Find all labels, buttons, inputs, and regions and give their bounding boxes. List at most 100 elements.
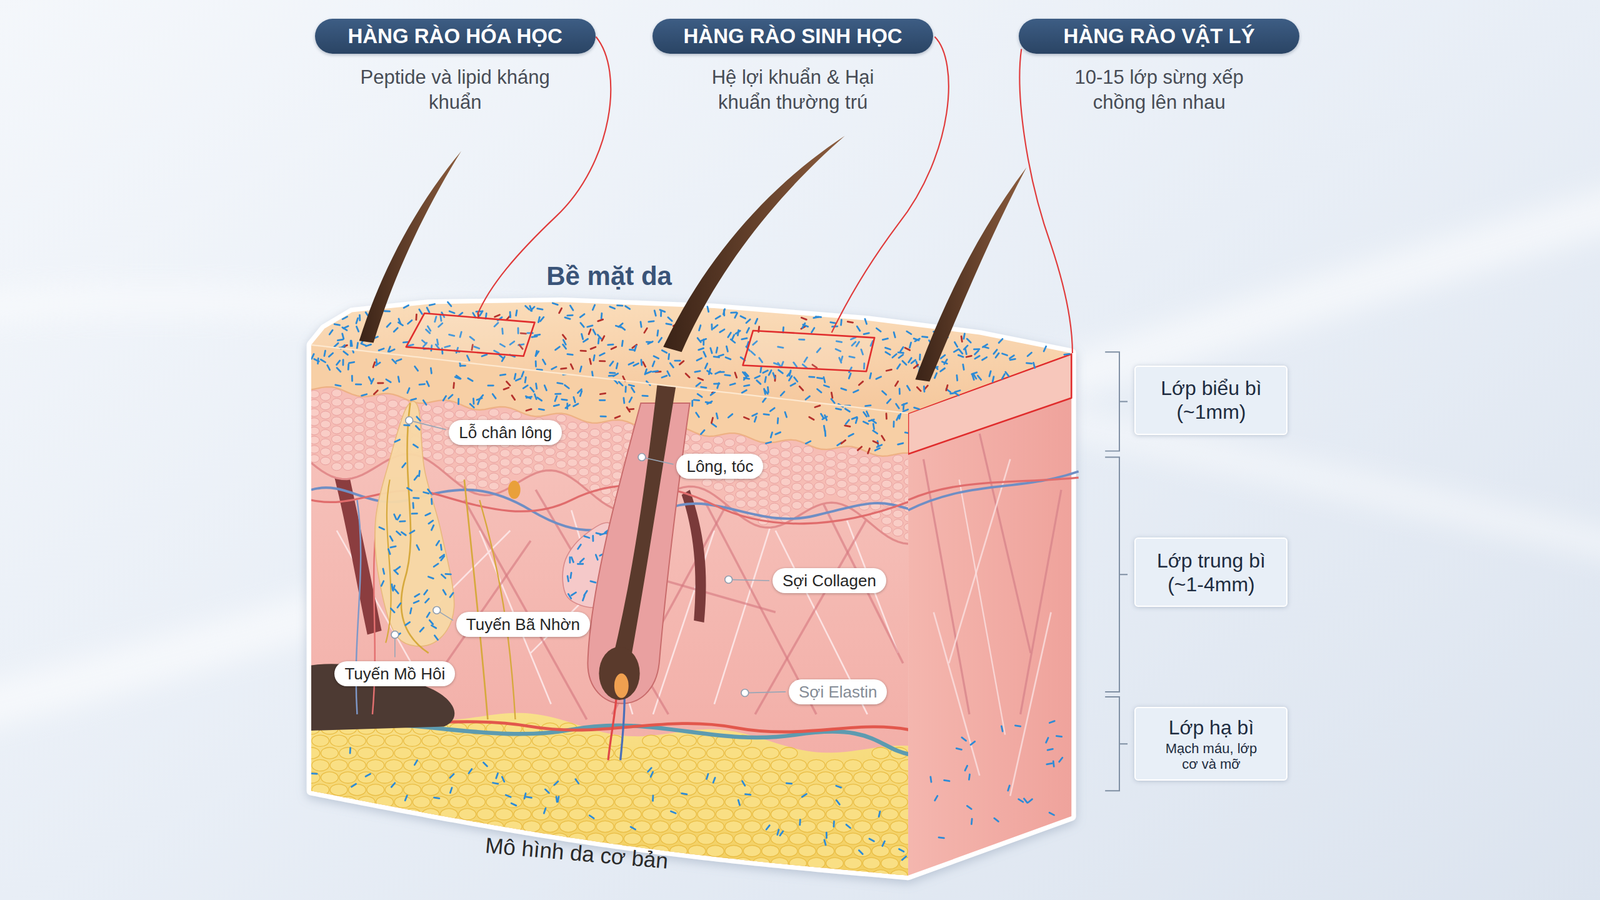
bacteria-mark (328, 353, 333, 357)
sweat-gland (375, 401, 455, 647)
fat-cell (468, 870, 486, 882)
skin-cell (836, 471, 847, 479)
bacteria-mark (706, 773, 709, 779)
fat-cell (394, 771, 412, 784)
fat-cell (376, 820, 394, 832)
fat-cell (734, 808, 752, 820)
fat-cell (725, 820, 743, 832)
bacteria-mark (428, 520, 434, 524)
fat-cell (871, 796, 890, 808)
bacteria-mark (634, 345, 637, 351)
bacteria-mark (397, 515, 400, 520)
leader-dot (638, 453, 646, 462)
skin-cell (590, 475, 600, 483)
fat-cell (330, 808, 348, 820)
bacteria-mark (371, 378, 374, 384)
bacteria-mark (534, 334, 540, 335)
bacteria-mark (395, 589, 399, 594)
skin-cell (567, 440, 578, 449)
bacteria-mark (511, 395, 515, 400)
skin-cell (421, 440, 432, 449)
cross-section (302, 345, 917, 889)
fat-cell (550, 735, 569, 747)
skin-cell (724, 439, 735, 447)
fat-cell (357, 870, 375, 882)
skin-cell (780, 478, 791, 486)
bacteria-mark (670, 811, 676, 814)
part-name: Lỗ chân lông (458, 423, 552, 442)
bacteria-mark (447, 301, 451, 306)
skin-cell (758, 489, 769, 497)
bacteria-mark (955, 375, 959, 380)
skin-cell (870, 474, 881, 482)
fat-cell (807, 808, 825, 820)
bacteria-mark (480, 311, 484, 316)
skin-cell (825, 450, 836, 459)
fat-cell (835, 870, 853, 882)
fat-cell (458, 735, 477, 747)
bacteria-mark (666, 323, 672, 325)
bacteria-mark (913, 365, 919, 369)
skin-cell (343, 398, 354, 406)
skin-cell (701, 441, 712, 450)
skin-cell (713, 482, 724, 490)
fat-cell (743, 845, 761, 857)
bacteria-mark (776, 418, 779, 424)
bacteria-mark (685, 373, 690, 378)
bacteria-mark (651, 795, 654, 801)
fat-cell (348, 759, 367, 771)
leader-dot (741, 689, 749, 697)
bacteria-mark (710, 391, 715, 395)
fat-cell (789, 784, 807, 796)
fat-cell (734, 784, 752, 796)
bacteria-mark (961, 336, 962, 342)
bacteria-mark (423, 492, 429, 494)
bacteria-mark (716, 347, 718, 353)
bacteria-mark (901, 856, 906, 860)
part-name: Tuyến Bã Nhờn (466, 615, 580, 634)
bacteria-mark (815, 405, 820, 408)
bacteria-mark (1049, 812, 1055, 815)
fat-cell (789, 857, 807, 869)
skin-cell (904, 486, 915, 494)
skin-cell (893, 473, 904, 481)
skin-cell (836, 480, 847, 488)
hair (663, 135, 845, 352)
fat-cell (816, 771, 835, 784)
fat-cell (330, 857, 348, 869)
fat-cell (486, 796, 504, 808)
bacteria-mark (390, 536, 393, 541)
skin-cell (365, 401, 375, 410)
bacteria-mark (938, 836, 944, 839)
fat-cell (798, 771, 817, 784)
bacteria-mark (429, 620, 434, 624)
fat-cell (476, 759, 495, 771)
skin-cell (791, 446, 802, 454)
bacteria-mark (534, 394, 537, 400)
skin-cell (320, 411, 331, 419)
bacteria-mark (1033, 362, 1035, 368)
fat-cell (357, 796, 375, 808)
skin-cell (769, 448, 780, 456)
bacteria-mark (898, 443, 904, 445)
bacteria-mark (351, 375, 354, 381)
fat-cell (476, 857, 495, 869)
bacteria-mark (865, 318, 867, 324)
fat-cell (366, 784, 385, 796)
bacteria-mark (934, 373, 937, 379)
fat-cell (734, 833, 752, 845)
fat-cell (816, 870, 835, 882)
bacteria-mark (561, 368, 567, 369)
vein (620, 698, 625, 761)
fat-cell (780, 870, 798, 882)
bacteria-mark (720, 329, 725, 332)
fat-cell (458, 784, 477, 796)
bacteria-mark (395, 440, 400, 442)
bacteria-mark (580, 350, 586, 352)
bacteria-mark (423, 400, 427, 405)
bacteria-mark (989, 371, 991, 377)
barrier-description: Peptide và lipid kháng khuẩn (351, 65, 559, 115)
bacteria-mark (503, 387, 509, 390)
bacteria-mark (726, 346, 728, 352)
bacteria-mark (956, 748, 962, 750)
